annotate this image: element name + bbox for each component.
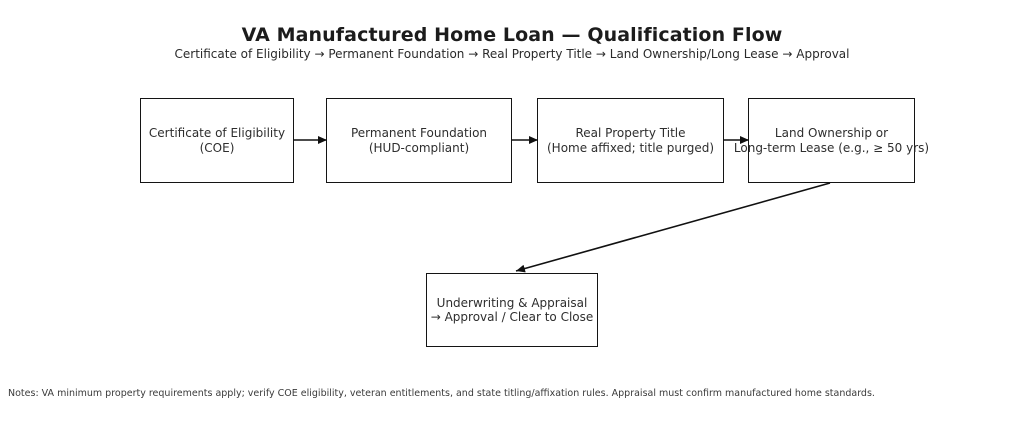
- notes-text: Notes: VA minimum property requirements …: [8, 388, 875, 399]
- flow-box-land-ownership: Land Ownership or Long-term Lease (e.g.,…: [734, 98, 929, 183]
- flow-box-real-property-title-line2: (Home affixed; title purged): [547, 140, 714, 155]
- flow-box-coe: Certificate of Eligibility (COE): [140, 98, 294, 183]
- flow-box-land-ownership-line2: Long-term Lease (e.g., ≥ 50 yrs): [733, 140, 930, 155]
- flow-box-foundation-line2: (HUD-compliant): [368, 140, 470, 155]
- flow-box-land-ownership-line1: Land Ownership or: [774, 126, 889, 140]
- flow-box-coe-line1: Certificate of Eligibility: [148, 126, 286, 140]
- flow-box-underwriting: Underwriting & Appraisal → Approval / Cl…: [426, 273, 598, 347]
- flow-box-underwriting-line2: → Approval / Clear to Close: [430, 310, 594, 324]
- flow-box-real-property-title: Real Property Title (Home affixed; title…: [537, 98, 724, 183]
- arrow-land-to-underwriting-icon: [515, 182, 831, 273]
- flow-box-coe-line2: (COE): [199, 140, 235, 155]
- flow-box-underwriting-line1: Underwriting & Appraisal: [436, 295, 588, 310]
- page-subtitle: Certificate of Eligibility → Permanent F…: [174, 47, 850, 61]
- flow-box-foundation-line1: Permanent Foundation: [350, 126, 488, 140]
- page-title: VA Manufactured Home Loan — Qualificatio…: [241, 24, 783, 46]
- flow-box-real-property-title-line1: Real Property Title: [575, 126, 686, 140]
- flow-box-foundation: Permanent Foundation (HUD-compliant): [326, 98, 512, 183]
